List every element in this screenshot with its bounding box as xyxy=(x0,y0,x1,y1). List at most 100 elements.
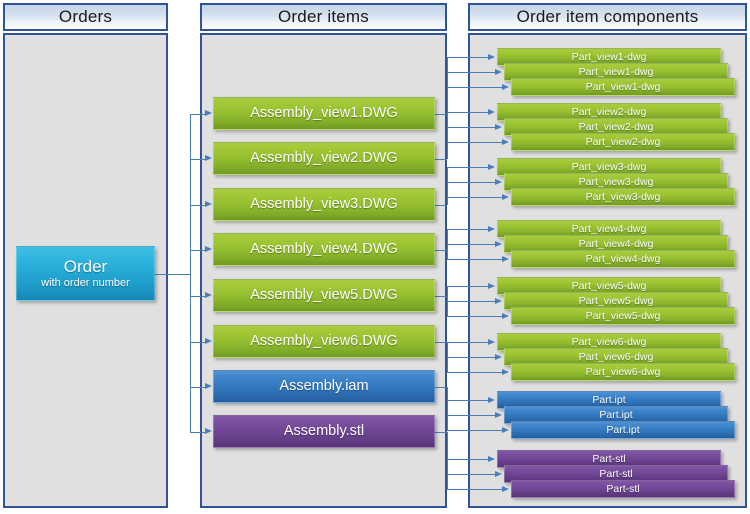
connector-arrowhead-component-3-3 xyxy=(502,193,509,200)
order-component-label: Part_view6-dwg xyxy=(578,350,654,363)
connector-item-riser-7 xyxy=(447,386,448,430)
order-component-node-7-3[interactable]: Part.ipt xyxy=(511,421,735,439)
order-component-label: Part_view5-dwg xyxy=(578,294,654,307)
connector-component-branch-5-2 xyxy=(447,301,495,302)
order-component-label: Part_view2-dwg xyxy=(578,120,654,133)
connector-component-branch-8-1 xyxy=(447,459,488,460)
connector-arrowhead-component-3-2 xyxy=(495,178,502,185)
order-component-node-6-3[interactable]: Part_view6-dwg xyxy=(511,363,735,381)
order-item-node-3[interactable]: Assembly_view3.DWG xyxy=(213,188,435,221)
order-item-node-6[interactable]: Assembly_view6.DWG xyxy=(213,325,435,358)
order-item-label: Assembly_view1.DWG xyxy=(250,105,398,122)
order-component-node-8-1[interactable]: Part-stl xyxy=(497,450,721,468)
order-component-label: Part_view4-dwg xyxy=(585,252,661,265)
connector-arrowhead-order-item-6 xyxy=(205,338,212,344)
order-component-node-3-3[interactable]: Part_view3-dwg xyxy=(511,188,735,206)
connector-arrowhead-order-item-4 xyxy=(205,246,212,252)
connector-arrowhead-component-8-1 xyxy=(488,455,495,462)
order-component-label: Part_view2-dwg xyxy=(571,105,647,118)
order-item-node-7[interactable]: Assembly.iam xyxy=(213,370,435,403)
order-node-subtitle: with order number xyxy=(41,277,130,290)
connector-item-out-6 xyxy=(435,341,447,343)
connector-arrowhead-component-7-1 xyxy=(488,396,495,403)
connector-arrowhead-component-1-2 xyxy=(495,68,502,75)
connector-component-branch-7-1 xyxy=(447,400,488,401)
connector-arrowhead-component-1-1 xyxy=(488,53,495,60)
connector-arrowhead-component-2-3 xyxy=(502,138,509,145)
order-component-label: Part_view5-dwg xyxy=(571,279,647,292)
connector-arrowhead-component-5-2 xyxy=(495,297,502,304)
connector-arrowhead-component-1-3 xyxy=(502,83,509,90)
order-item-label: Assembly_view6.DWG xyxy=(250,333,398,350)
connector-item-out-4 xyxy=(435,249,447,251)
connector-arrowhead-component-5-3 xyxy=(502,312,509,319)
connector-arrowhead-order-item-7 xyxy=(205,383,212,389)
connector-component-branch-2-2 xyxy=(447,127,495,128)
order-component-label: Part_view6-dwg xyxy=(585,365,661,378)
order-node-title: Order xyxy=(63,256,108,276)
connector-component-branch-6-3 xyxy=(447,372,502,373)
connector-component-branch-8-2 xyxy=(447,474,495,475)
order-component-label: Part_view6-dwg xyxy=(571,335,647,348)
connector-component-branch-4-2 xyxy=(447,244,495,245)
order-item-node-8[interactable]: Assembly.stl xyxy=(213,415,435,448)
connector-arrowhead-order-item-8 xyxy=(205,428,212,434)
panel-order-items-title: Order items xyxy=(278,7,369,26)
connector-component-branch-6-1 xyxy=(447,342,488,343)
connector-order-branch-4 xyxy=(190,249,205,251)
connector-order-branch-8 xyxy=(190,431,205,433)
connector-arrowhead-component-4-3 xyxy=(502,255,509,262)
connector-arrowhead-order-item-1 xyxy=(205,110,212,116)
connector-component-branch-2-1 xyxy=(447,112,488,113)
connector-item-riser-1 xyxy=(447,57,448,114)
connector-arrowhead-component-3-1 xyxy=(488,163,495,170)
order-component-label: Part_view1-dwg xyxy=(571,50,647,63)
order-node[interactable]: Order with order number xyxy=(16,246,155,301)
order-component-node-7-1[interactable]: Part.ipt xyxy=(497,391,721,409)
connector-component-branch-3-2 xyxy=(447,182,495,183)
connector-arrowhead-order-item-2 xyxy=(205,155,212,161)
connector-component-branch-1-1 xyxy=(447,57,488,58)
order-item-node-1[interactable]: Assembly_view1.DWG xyxy=(213,97,435,130)
connector-item-out-1 xyxy=(435,113,447,115)
order-item-node-4[interactable]: Assembly_view4.DWG xyxy=(213,233,435,266)
connector-order-out xyxy=(155,273,190,275)
connector-item-out-8 xyxy=(435,431,447,433)
connector-item-out-3 xyxy=(435,204,447,206)
connector-component-branch-3-1 xyxy=(447,167,488,168)
order-component-node-5-3[interactable]: Part_view5-dwg xyxy=(511,307,735,325)
connector-order-trunk xyxy=(190,113,191,432)
order-item-label: Assembly_view3.DWG xyxy=(250,196,398,213)
order-component-node-4-3[interactable]: Part_view4-dwg xyxy=(511,250,735,268)
panel-order-components-header: Order item components xyxy=(468,3,747,31)
connector-component-branch-4-3 xyxy=(447,259,502,260)
order-item-label: Assembly.stl xyxy=(283,423,365,440)
order-component-node-5-1[interactable]: Part_view5-dwg xyxy=(497,277,721,295)
order-component-node-8-3[interactable]: Part-stl xyxy=(511,480,735,498)
connector-component-branch-7-3 xyxy=(447,430,502,431)
connector-component-branch-8-3 xyxy=(447,489,502,490)
order-component-node-1-3[interactable]: Part_view1-dwg xyxy=(511,78,735,96)
connector-item-out-7 xyxy=(435,386,447,388)
order-component-node-2-3[interactable]: Part_view2-dwg xyxy=(511,133,735,151)
connector-item-out-5 xyxy=(435,295,447,297)
order-item-label: Assembly_view4.DWG xyxy=(250,241,398,258)
panel-orders-title: Orders xyxy=(58,7,113,26)
connector-order-branch-7 xyxy=(190,386,205,388)
connector-order-branch-2 xyxy=(190,158,205,160)
connector-order-branch-5 xyxy=(190,295,205,297)
order-component-node-2-1[interactable]: Part_view2-dwg xyxy=(497,103,721,121)
connector-arrowhead-order-item-5 xyxy=(205,292,212,298)
order-component-label: Part_view3-dwg xyxy=(571,160,647,173)
connector-arrowhead-component-8-3 xyxy=(502,485,509,492)
connector-arrowhead-order-item-3 xyxy=(205,201,212,207)
order-component-label: Part_view1-dwg xyxy=(585,80,661,93)
panel-order-items-header: Order items xyxy=(200,3,447,31)
connector-order-branch-6 xyxy=(190,341,205,343)
order-item-node-5[interactable]: Assembly_view5.DWG xyxy=(213,279,435,312)
order-item-label: Assembly_view2.DWG xyxy=(250,150,398,167)
order-item-node-2[interactable]: Assembly_view2.DWG xyxy=(213,142,435,175)
order-component-label: Part_view4-dwg xyxy=(571,222,647,235)
connector-component-branch-1-2 xyxy=(447,72,495,73)
connector-item-riser-6 xyxy=(447,341,448,372)
